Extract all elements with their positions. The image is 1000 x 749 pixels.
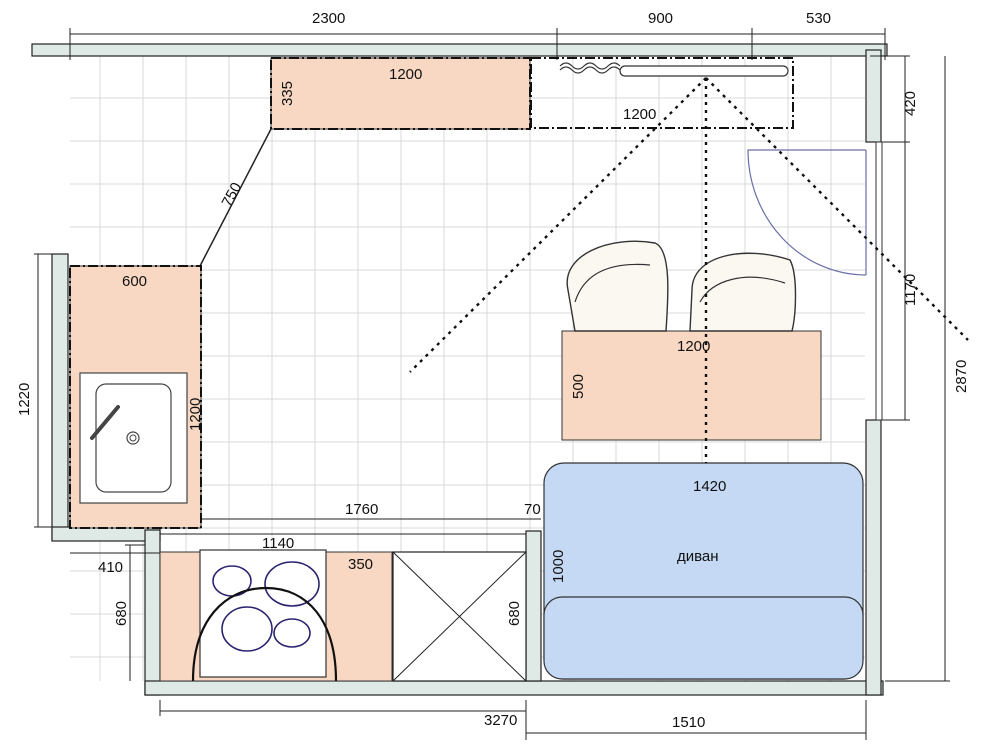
dim-sink-counter-depth: 600	[122, 273, 147, 290]
chair-right	[689, 252, 797, 332]
niche-pillar	[525, 530, 542, 682]
dim-bottom-right: 1510	[672, 714, 705, 731]
dimension-lines	[34, 28, 950, 740]
upper-cabinet-outline	[270, 57, 531, 130]
dim-stove-wall-height: 680	[113, 601, 130, 626]
dim-door-opening: 1170	[902, 274, 919, 306]
left-wall	[51, 253, 69, 541]
dim-step-width: 410	[98, 559, 123, 576]
dim-sofa-length: 1420	[693, 478, 726, 495]
sink	[79, 372, 188, 504]
door	[747, 141, 883, 421]
dim-top-window: 900	[648, 10, 673, 27]
upper-cabinet	[270, 57, 531, 130]
dim-table-length: 1200	[677, 338, 710, 355]
dining-table	[561, 330, 822, 441]
stove	[191, 549, 338, 682]
left-step-wall	[51, 526, 161, 542]
sofa-label: диван	[677, 548, 719, 565]
top-wall	[31, 43, 888, 57]
hood-cabinet	[530, 57, 794, 129]
dim-hood-cabinet-length: 1200	[623, 106, 656, 123]
dim-top-right: 530	[806, 10, 831, 27]
right-wall-lower	[865, 419, 882, 696]
sink-counter-outline	[69, 265, 202, 529]
chair-left	[566, 240, 669, 332]
right-wall-upper	[865, 49, 882, 143]
walls	[31, 43, 888, 696]
dim-right-top: 420	[902, 91, 919, 116]
dim-upper-cabinet-length: 1200	[389, 66, 422, 83]
dim-niche-height: 680	[506, 601, 523, 626]
dim-sofa-depth: 1000	[550, 550, 567, 583]
dim-right-total: 2870	[953, 360, 970, 393]
diagonal-edge	[199, 128, 272, 267]
dim-table-depth: 500	[570, 374, 587, 399]
dim-upper-cabinet-depth: 335	[279, 81, 296, 106]
hood-rail	[559, 62, 789, 77]
dim-niche-width: 70	[524, 501, 541, 518]
bottom-wall	[144, 680, 884, 696]
dim-top-total: 2300	[312, 10, 345, 27]
dim-left-wall: 1220	[16, 383, 33, 416]
dim-stove-width: 1140	[262, 535, 294, 552]
empty-cell	[392, 551, 527, 682]
dim-sink-counter-length: 1200	[187, 398, 204, 431]
sight-lines	[409, 77, 969, 463]
dim-bottom-counter-length: 1760	[345, 501, 378, 518]
sofa	[543, 462, 864, 680]
dim-stove-depth: 350	[348, 556, 373, 573]
dim-bottom-left-total: 3270	[484, 712, 517, 729]
left-lower-wall	[144, 529, 161, 696]
